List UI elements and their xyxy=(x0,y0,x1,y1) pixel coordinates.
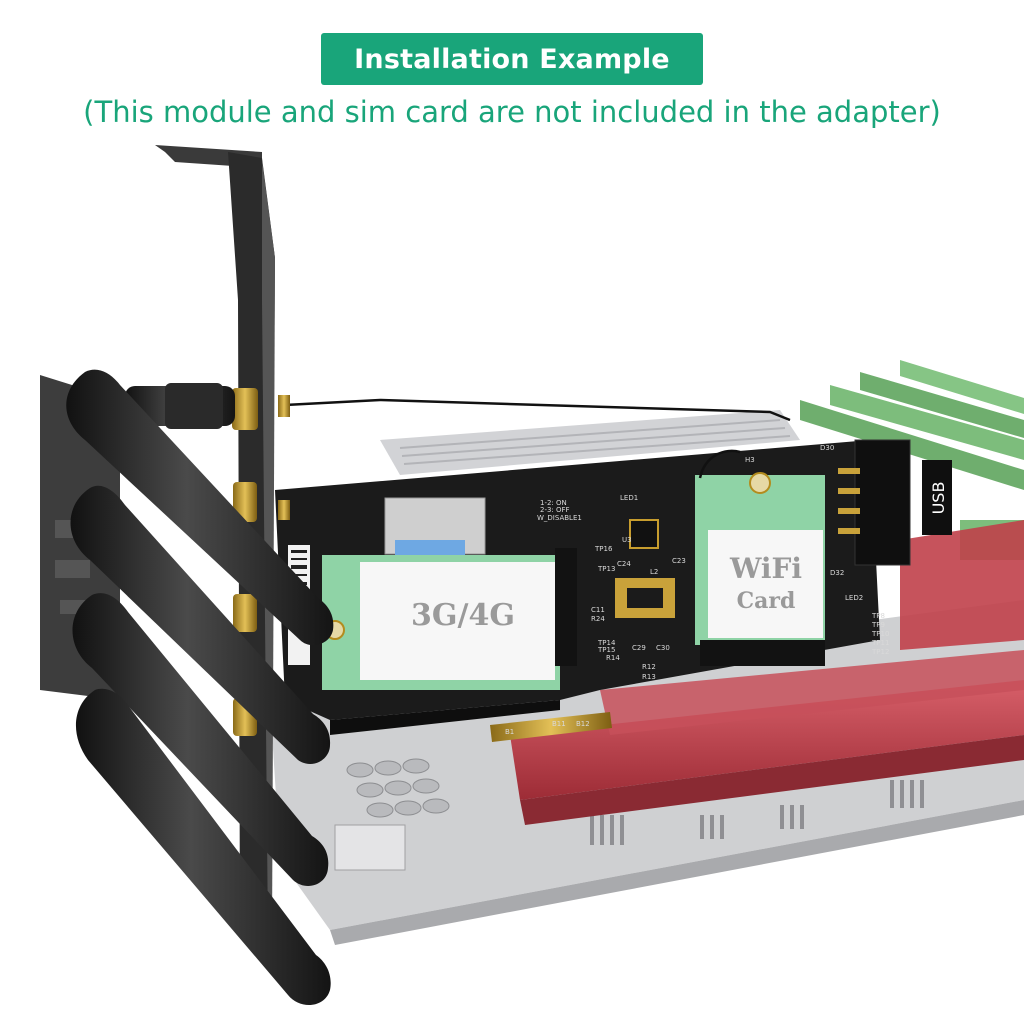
silk-tp11: TP11 xyxy=(871,639,889,647)
silk-w-disable: W_DISABLE1 xyxy=(537,514,582,522)
page-title: Installation Example xyxy=(354,43,670,75)
silk-r14: R14 xyxy=(606,654,620,662)
module-3g4g-label: 3G/4G xyxy=(411,598,515,633)
antenna-3 xyxy=(72,593,329,887)
usb-label: USB xyxy=(929,482,948,515)
wifi-label-line1: WiFi xyxy=(729,552,802,585)
silk-tp10: TP10 xyxy=(871,630,889,638)
silk-r12: R12 xyxy=(642,663,656,671)
silk-c24: C24 xyxy=(617,560,631,568)
header-pins xyxy=(590,780,924,845)
silk-off: 2-3: OFF xyxy=(540,506,570,514)
silk-led1: LED1 xyxy=(620,494,638,502)
usb-header xyxy=(854,439,911,566)
title-badge: Installation Example xyxy=(321,33,703,85)
usb-label-plate xyxy=(922,460,952,535)
antenna-cables xyxy=(284,398,791,479)
page-subtitle: (This module and sim card are not includ… xyxy=(83,95,941,129)
wifi-card: WiFi Card xyxy=(695,472,825,666)
silk-c29: C29 xyxy=(632,644,646,652)
wifi-label-line2: Card xyxy=(737,588,796,614)
silk-r13: R13 xyxy=(642,673,656,681)
silk-tp8: TP8 xyxy=(871,612,885,620)
antenna-2 xyxy=(70,485,331,765)
antenna-top xyxy=(125,383,235,429)
silk-r24: R24 xyxy=(591,615,605,623)
silk-u3: U3 xyxy=(622,536,632,544)
silk-c11: C11 xyxy=(591,606,605,614)
silk-tp9: TP9 xyxy=(871,621,885,629)
capacitors xyxy=(346,758,450,818)
silk-tp13: TP13 xyxy=(597,565,615,573)
silk-d32: D32 xyxy=(830,569,844,577)
silk-b12: B12 xyxy=(576,720,590,728)
screw xyxy=(749,472,771,494)
silk-b1: B1 xyxy=(505,728,514,736)
silk-b11: B11 xyxy=(552,720,566,728)
silk-tp12: TP12 xyxy=(871,648,889,656)
silk-l2: L2 xyxy=(650,568,658,576)
silkscreen: W_DISABLE1 1-2: ON 2-3: OFF U3 H3 C23 C2… xyxy=(505,444,889,736)
pcie-slots xyxy=(510,650,1024,825)
silk-h3: H3 xyxy=(745,456,755,464)
ram-modules xyxy=(800,360,1024,650)
module-3g4g: 3G/4G xyxy=(322,548,577,690)
antenna-4 xyxy=(75,688,331,1006)
silk-tp15: TP15 xyxy=(597,646,615,654)
chip xyxy=(334,824,406,871)
silk-led2: LED2 xyxy=(845,594,863,602)
silk-on: 1-2: ON xyxy=(540,499,567,507)
chip-u3 xyxy=(629,519,659,549)
antenna-1 xyxy=(66,369,334,646)
silk-c23: C23 xyxy=(672,557,686,565)
silk-tp16: TP16 xyxy=(594,545,613,553)
silk-c30: C30 xyxy=(656,644,670,652)
silk-d30: D30 xyxy=(820,444,834,452)
silk-tp14: TP14 xyxy=(597,639,616,647)
